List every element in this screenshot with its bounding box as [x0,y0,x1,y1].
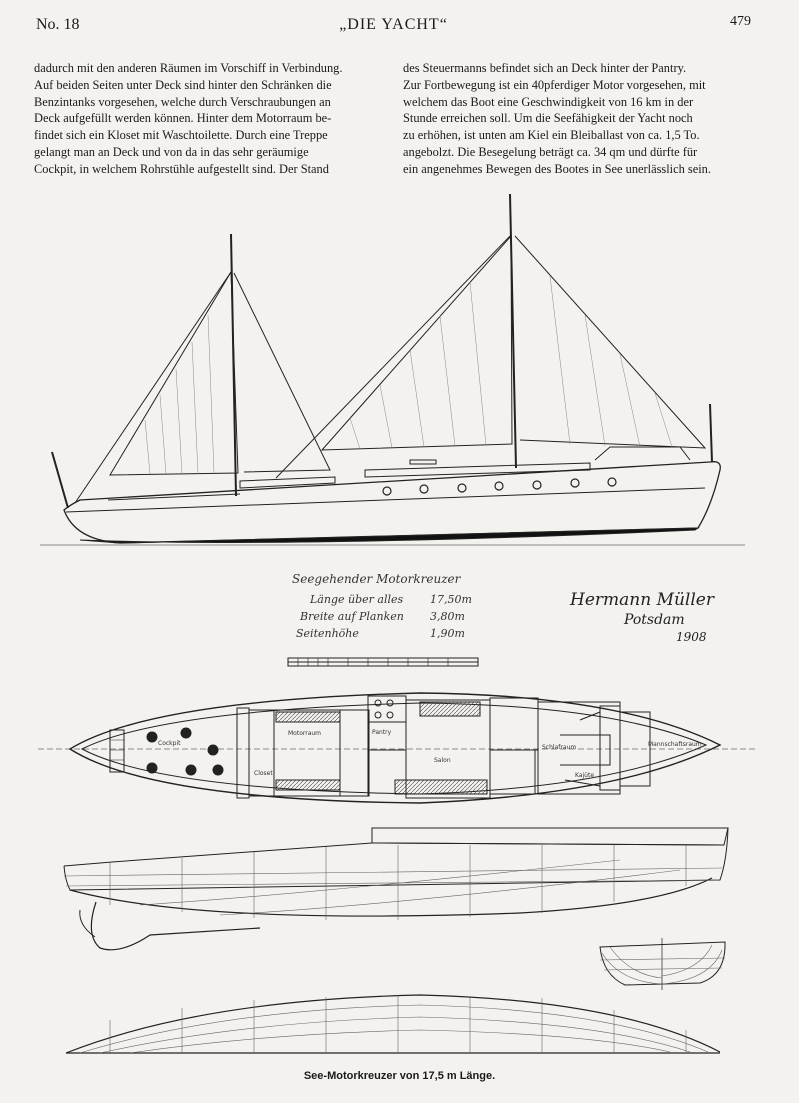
note-row-label: Breite auf Planken [300,610,404,623]
text-line: dadurch mit den anderen Räumen im Vorsch… [34,61,343,75]
note-row-value: 3,80m [430,610,465,623]
text-line: Zur Fortbewegung ist ein 40pferdiger Mot… [403,77,706,92]
note-row-value: 17,50m [430,593,472,606]
label-motorraum: Motorraum [288,730,322,737]
text-line: ein angenehmes Bewegen des Bootes in See… [403,161,711,176]
page-number: 479 [730,14,751,29]
signature-place: Potsdam [624,612,685,628]
signature-name: Hermann Müller [570,590,714,610]
label-kloset: Closet [254,770,273,777]
deck-plan [38,692,758,804]
text-column-left: dadurch mit den anderen Räumen im Vorsch… [34,60,374,178]
issue-number: No. 18 [36,16,80,33]
half-breadth-plan [65,994,721,1054]
text-line: Benzintanks vorgesehen, welche durch Ver… [34,94,331,109]
text-line: Auf beiden Seiten unter Deck sind hinter… [34,77,332,92]
label-cockpit: Cockpit [158,740,181,747]
porthole-row [382,477,617,496]
label-vorschiff: Mannschaftsraum [648,741,702,748]
note-row-value: 1,90m [430,627,465,640]
profile-plan [63,827,729,951]
text-line: gelangt man an Deck und von da in das se… [34,144,309,159]
journal-title: „DIE YACHT“ [339,16,448,33]
note-title: Seegehender Motorkreuzer [292,572,461,586]
text-line: angebolzt. Die Besegelung beträgt ca. 34… [403,144,698,159]
text-line: welchem das Boot eine Geschwindigkeit vo… [403,94,694,109]
text-line: Deck aufgefüllt werden können. Hinter de… [34,111,332,126]
scale-bar [287,657,479,667]
running-header: No. 18 „DIE YACHT“ 479 [36,14,751,38]
signature-year: 1908 [676,630,707,644]
text-line: zu erhöhen, ist unten am Kiel ein Bleiba… [403,128,700,143]
text-line: Stunde erreichen soll. Um die Seefähigke… [403,111,693,126]
note-row-label: Länge über alles [310,593,404,606]
text-line: des Steuermanns befindet sich an Deck hi… [403,61,687,75]
label-salon: Salon [434,757,451,764]
note-row-label: Seitenhöhe [296,627,359,640]
text-column-right: des Steuermanns befindet sich an Deck hi… [403,60,743,178]
label-kajuete: Kajüte [575,772,595,779]
label-schlafraum: Schlafraum [542,744,577,751]
label-pantry: Pantry [372,729,392,736]
sail-plan [40,193,745,546]
text-line: Cockpit, in welchem Rohrstühle aufgestel… [34,161,329,176]
text-line: findet sich ein Kloset mit Waschtoilette… [34,128,328,143]
body-plan [599,938,726,990]
figure-caption: See-Motorkreuzer von 17,5 m Länge. [303,1070,496,1082]
